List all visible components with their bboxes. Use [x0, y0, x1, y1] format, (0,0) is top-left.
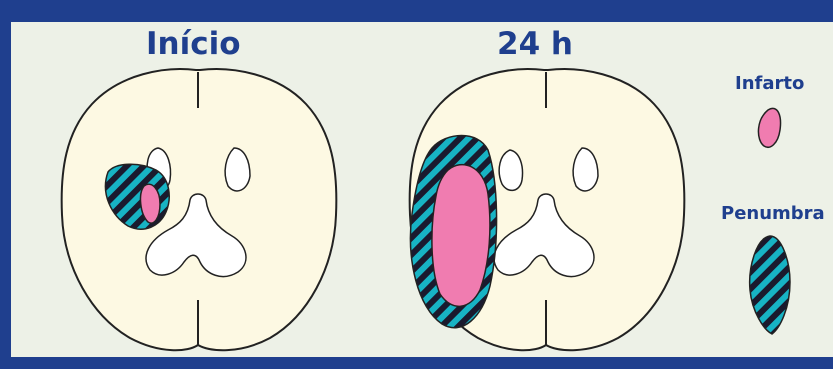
left-ventricle-horn-24h	[499, 150, 522, 190]
brain-section-start	[62, 69, 337, 350]
legend-infarct-swatch	[758, 108, 780, 147]
panel-label-24h: 24 h	[497, 26, 573, 62]
legend-label-penumbra: Penumbra	[721, 203, 825, 224]
panel-label-start: Início	[146, 26, 241, 62]
legend-label-infarct: Infarto	[735, 73, 804, 94]
infarct-core-24h	[432, 165, 490, 307]
legend-penumbra-swatch	[750, 236, 790, 334]
brain-section-24h	[410, 69, 685, 350]
